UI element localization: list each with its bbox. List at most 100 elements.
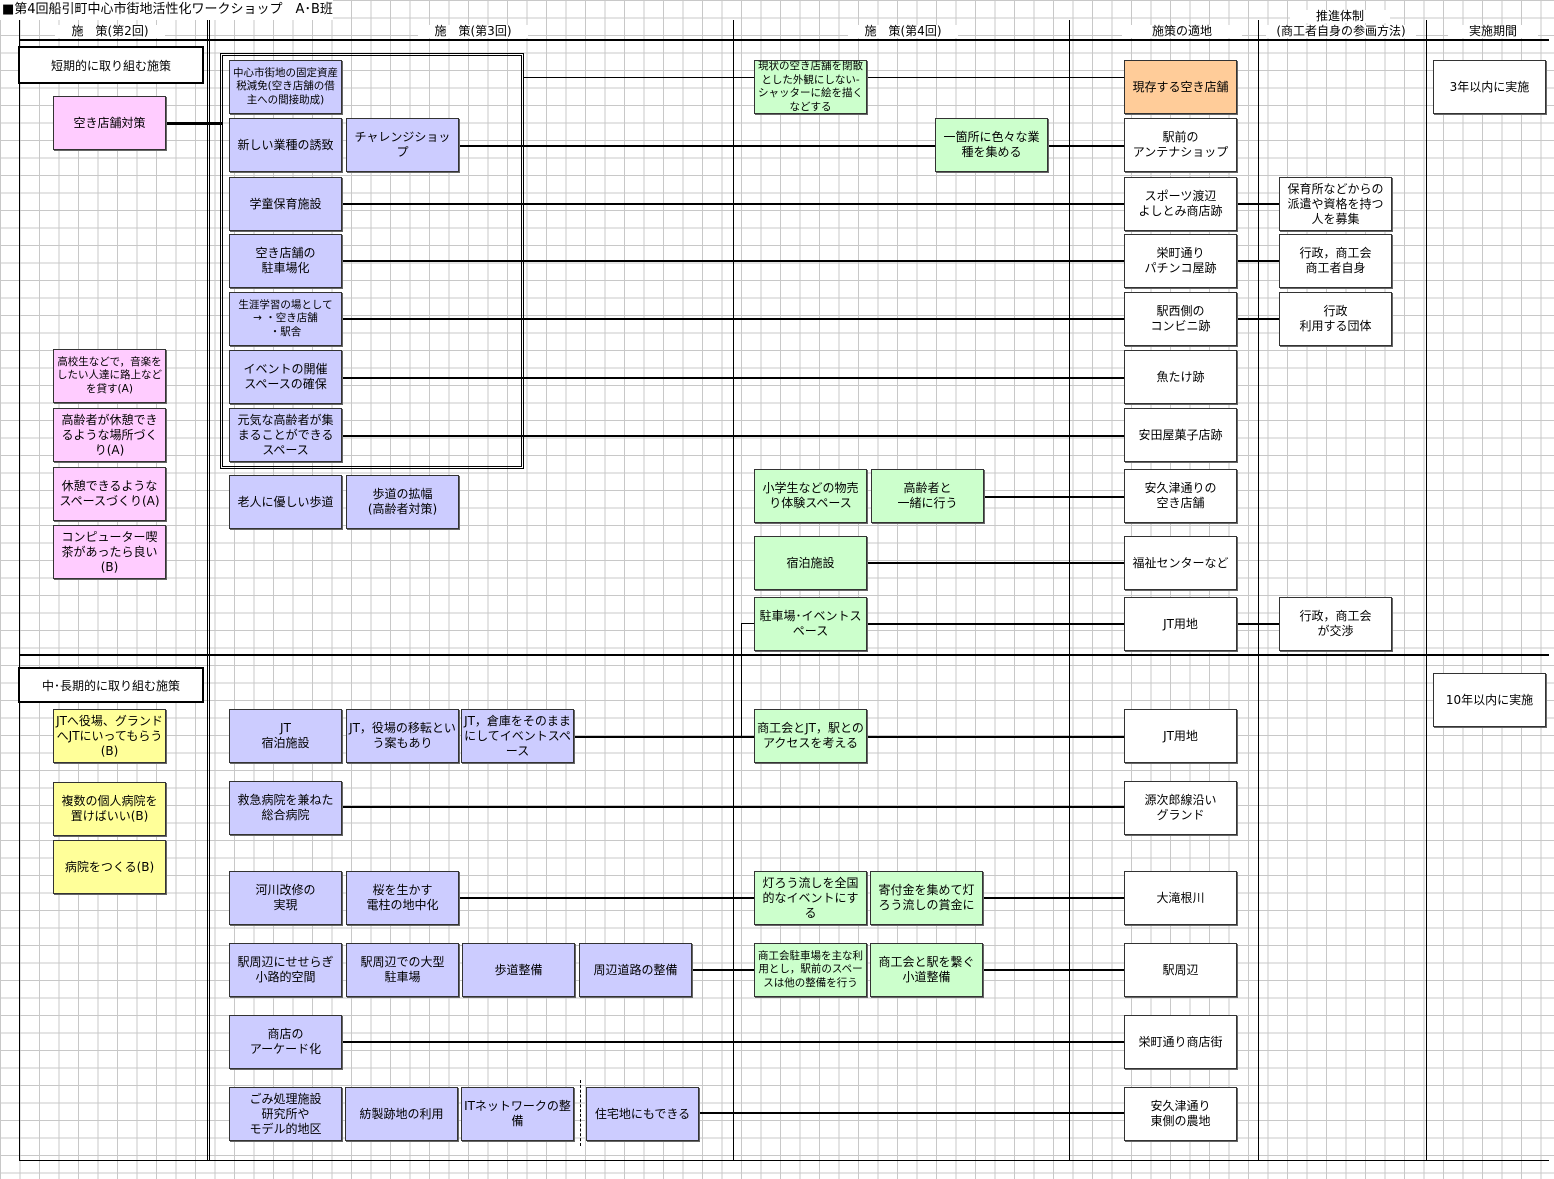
site-box[interactable]: 魚たけ跡 <box>1124 350 1237 404</box>
site-box[interactable]: 現存する空き店舗 <box>1124 60 1237 114</box>
shutter-box[interactable]: 現状の空き店舗を閉散とした外観にしない-シャッターに絵を描くなどする <box>754 60 867 114</box>
roads-box[interactable]: 周辺道路の整備 <box>579 943 692 997</box>
jt-relocation-box[interactable]: JT，役場の移転という案もあり <box>346 709 459 763</box>
column-divider <box>1426 20 1427 1160</box>
connector <box>342 318 1125 320</box>
spinning-box[interactable]: 紡製跡地の利用 <box>345 1087 458 1141</box>
system-box[interactable]: 保育所などからの派遣や資格を持つ人を募集 <box>1279 177 1392 231</box>
short-term-banner: 短期的に取り組む施策 <box>18 46 204 84</box>
connector <box>741 623 755 624</box>
connector <box>459 145 936 147</box>
station-parking-box[interactable]: 駅周辺での大型 駐車場 <box>346 943 459 997</box>
event-space-box[interactable]: イベントの開催 スペースの確保 <box>229 350 342 404</box>
site-box[interactable]: スポーツ渡辺 よしとみ商店跡 <box>1124 177 1237 231</box>
round2-idea-box[interactable]: 複数の個人病院を置けばいい(B) <box>53 782 166 836</box>
emergency-hospital-box[interactable]: 救急病院を兼ねた総合病院 <box>229 781 342 835</box>
cherry-box[interactable]: 桜を生かす 電柱の地中化 <box>346 871 459 925</box>
round2-idea-box[interactable]: 高齢者が休憩できるような場所づくり(A) <box>53 408 166 462</box>
site-box[interactable]: JT用地 <box>1124 709 1237 763</box>
column-divider <box>733 20 734 1160</box>
arcade-box[interactable]: 商店の アーケード化 <box>229 1015 342 1069</box>
round2-idea-box[interactable]: 休憩できるようなスペースづくり(A) <box>53 467 166 521</box>
site-box[interactable]: 栄町通り商店街 <box>1124 1015 1237 1069</box>
housing-box[interactable]: 住宅地にもできる <box>586 1087 699 1141</box>
connector <box>524 77 755 78</box>
it-network-box[interactable]: ITネットワークの整備 <box>461 1087 574 1141</box>
connector <box>574 736 755 738</box>
connector <box>867 77 1125 78</box>
site-box[interactable]: 源次郎線沿い グランド <box>1124 781 1237 835</box>
waste-box[interactable]: ごみ処理施設 研究所や モデル的地区 <box>229 1087 342 1141</box>
header-divider <box>19 39 1549 41</box>
connector <box>1237 203 1280 205</box>
site-box[interactable]: 安久津通りの 空き店舗 <box>1124 469 1237 523</box>
round2-idea-box[interactable]: JTへ役場、グランドへJTにいってもらう(B) <box>53 709 166 763</box>
river-box[interactable]: 河川改修の 実現 <box>229 871 342 925</box>
round2-idea-box[interactable]: 病院をつくる(B) <box>53 840 166 894</box>
connector <box>342 203 1125 205</box>
connector <box>1048 145 1125 147</box>
round3-group-frame <box>220 53 524 469</box>
jt-lodging-box[interactable]: JT 宿泊施設 <box>229 709 342 763</box>
challenge-shop-box[interactable]: チャレンジショップ <box>346 118 459 172</box>
system-box[interactable]: 行政，商工会 商工者自身 <box>1279 234 1392 288</box>
gather-box[interactable]: 一箇所に色々な業種を集める <box>935 118 1048 172</box>
round2-idea-box[interactable]: コンピューター喫茶があったら良い(B) <box>53 525 166 579</box>
header-system-line2: (商工者自身の参画方法) <box>1266 25 1416 38</box>
parking-event-box[interactable]: 駐車場･イベントスペース <box>754 597 867 651</box>
section-divider <box>19 654 1549 656</box>
vacant-parking-box[interactable]: 空き店舗の 駐車場化 <box>229 234 342 288</box>
header-round2: 施 策(第2回) <box>55 25 165 38</box>
kids-shop-box[interactable]: 小学生などの物売り体験スペース <box>754 469 867 523</box>
connector <box>692 969 755 971</box>
site-box[interactable]: 駅周辺 <box>1124 943 1237 997</box>
sidewalk-box[interactable]: 歩道整備 <box>462 943 575 997</box>
elderly-space-box[interactable]: 元気な高齢者が集まることができるスペース <box>229 408 342 462</box>
childcare-box[interactable]: 学童保育施設 <box>229 177 342 231</box>
lifelong-learning-box[interactable]: 生涯学習の場として → ・空き店舗 ・駅舎 <box>229 292 342 346</box>
jt-access-box[interactable]: 商工会とJT，駅とのアクセスを考える <box>754 709 867 763</box>
connector <box>342 260 1125 262</box>
round2-idea-box[interactable]: 高校生などで，音楽をしたい人達に路上などを貸す(A) <box>53 349 166 403</box>
widen-sidewalk-box[interactable]: 歩道の拡幅 (高齢者対策) <box>346 475 459 529</box>
lantern-box[interactable]: 灯ろう流しを全国的なイベントにする <box>754 871 867 925</box>
period-short-box[interactable]: 3年以内に実施 <box>1433 60 1546 114</box>
chamber-parking-box[interactable]: 商工会駐車場を主な利用とし，駅前のスペースは他の整備を行う <box>754 943 867 997</box>
connector <box>459 897 755 899</box>
header-round4: 施 策(第4回) <box>848 25 958 38</box>
header-period: 実施期間 <box>1448 25 1538 38</box>
site-box[interactable]: 安久津通り 東側の農地 <box>1124 1087 1237 1141</box>
connector <box>867 562 1125 564</box>
site-box[interactable]: 大滝根川 <box>1124 871 1237 925</box>
connector <box>342 435 1125 437</box>
system-box[interactable]: 行政，商工会 が交渉 <box>1279 597 1392 651</box>
elderly-walk-box[interactable]: 老人に優しい歩道 <box>229 475 342 529</box>
dashed-separator <box>580 1080 581 1146</box>
lodging-box[interactable]: 宿泊施設 <box>754 536 867 590</box>
donation-box[interactable]: 寄付金を集めて灯ろう流しの賞金に <box>870 871 983 925</box>
fixed-asset-tax-box[interactable]: 中心市街地の固定資産税減免(空き店舗の借主への間接助成) <box>229 60 342 114</box>
site-box[interactable]: 栄町通り パチンコ屋跡 <box>1124 234 1237 288</box>
station-stream-box[interactable]: 駅周辺にせせらぎ 小路的空間 <box>229 943 342 997</box>
site-box[interactable]: 駅前の アンテナショップ <box>1124 118 1237 172</box>
site-box[interactable]: 駅西側の コンビニ跡 <box>1124 292 1237 346</box>
jt-warehouse-box[interactable]: JT，倉庫をそのままにしてイベントスペース <box>461 709 574 763</box>
page-title: ■第4回船引町中心市街地活性化ワークショップ A･B班 <box>0 0 333 20</box>
connector <box>983 969 1125 971</box>
site-box[interactable]: JT用地 <box>1124 597 1237 651</box>
connector <box>983 897 1125 899</box>
site-box[interactable]: 安田屋菓子店跡 <box>1124 408 1237 462</box>
connector <box>867 736 1125 738</box>
chamber-station-box[interactable]: 商工会と駅を繋ぐ小道整備 <box>870 943 983 997</box>
column-divider <box>207 20 210 1160</box>
site-box[interactable]: 福祉センターなど <box>1124 536 1237 590</box>
system-box[interactable]: 行政 利用する団体 <box>1279 292 1392 346</box>
connector <box>1237 318 1280 320</box>
period-long-box[interactable]: 10年以内に実施 <box>1433 673 1546 727</box>
connector <box>699 1112 1125 1114</box>
with-elderly-box[interactable]: 高齢者と 一緒に行う <box>871 469 984 523</box>
vacant-store-measures-box[interactable]: 空き店舗対策 <box>53 96 166 150</box>
new-business-box[interactable]: 新しい業種の誘致 <box>229 118 342 172</box>
connector <box>342 377 1125 379</box>
